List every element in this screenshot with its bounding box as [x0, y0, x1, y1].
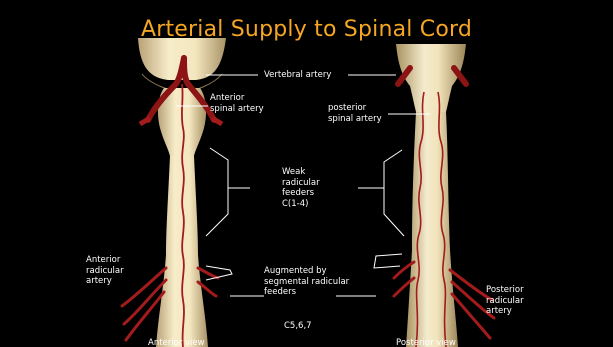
label-weak-radicular-feeders: Weak radicular feeders C(1-4) [282, 167, 330, 209]
label-posterior-radicular-artery: Posterior radicular artery [486, 285, 538, 317]
label-posterior-spinal-artery: posterior spinal artery [328, 103, 392, 124]
posterior-medulla [396, 44, 466, 112]
label-c567: C5,6,7 [284, 321, 312, 332]
label-anterior-view: Anterior view [148, 338, 205, 347]
label-augmented-by-segmental: Augmented by segmental radicular feeders [264, 266, 350, 298]
label-anterior-spinal-artery: Anterior spinal artery [210, 93, 272, 114]
posterior-spinal-cord-body [406, 112, 458, 347]
label-posterior-view: Posterior view [396, 338, 456, 347]
label-vertebral-artery: Vertebral artery [264, 70, 331, 81]
slide-title: Arterial Supply to Spinal Cord [0, 17, 613, 42]
posterior-view-cord [394, 44, 494, 347]
label-anterior-radicular-artery: Anterior radicular artery [86, 255, 134, 287]
anterior-view-cord [122, 38, 226, 347]
